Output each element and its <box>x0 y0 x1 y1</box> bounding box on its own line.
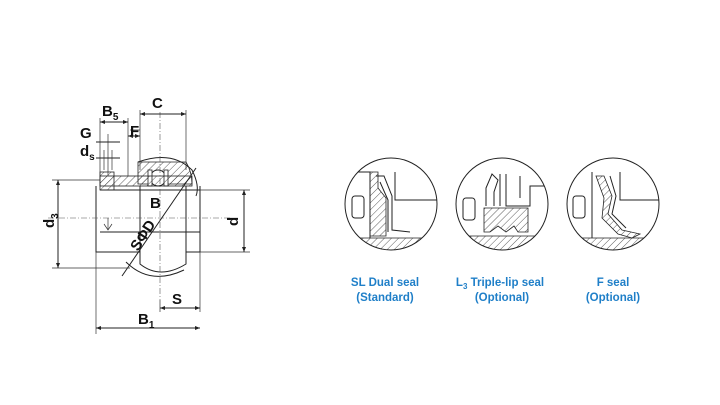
label-B1: B1 <box>138 311 155 331</box>
seal-detail-sl <box>344 157 438 251</box>
label-d: d <box>225 217 242 226</box>
label-G: G <box>80 125 92 142</box>
label-d3: d3 <box>41 213 61 228</box>
seal-captions: SL Dual seal (Standard) L3 Triple-lip se… <box>351 277 640 304</box>
caption-f-line1: F seal <box>597 277 630 289</box>
label-SOD: SΦD <box>127 217 159 254</box>
caption-l3-line1: L3 Triple-lip seal <box>456 277 544 291</box>
caption-l3-line2: (Optional) <box>475 292 529 304</box>
seal-detail-f <box>566 157 660 251</box>
label-B5: B5 <box>102 103 119 123</box>
bearing-section-view <box>48 112 230 300</box>
caption-sl-line1: SL Dual seal <box>351 277 419 289</box>
label-B: B <box>150 195 161 212</box>
label-C: C <box>152 95 163 112</box>
label-F: F <box>130 123 139 140</box>
label-ds: ds <box>80 143 95 163</box>
set-screw <box>99 171 115 191</box>
caption-sl-line2: (Standard) <box>356 292 414 304</box>
dimension-lines <box>52 110 250 334</box>
caption-f-line2: (Optional) <box>586 292 640 304</box>
seal-detail-l3 <box>455 157 549 251</box>
dimension-labels: C B5 F G ds d3 B d SΦD S B1 <box>41 95 242 331</box>
label-S: S <box>172 291 182 308</box>
